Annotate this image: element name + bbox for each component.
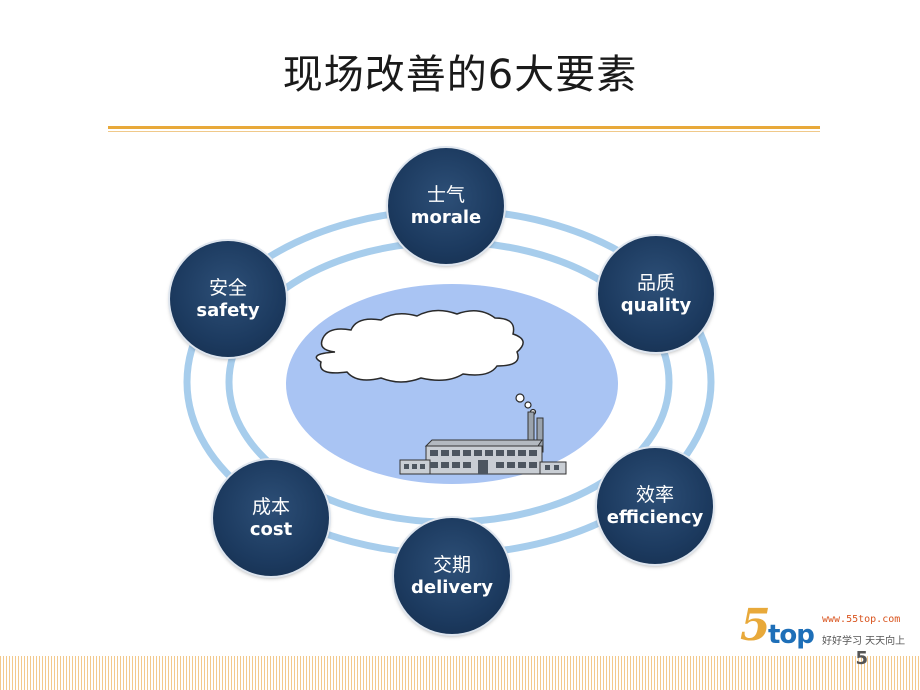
logo-word: top xyxy=(768,620,815,650)
logo-slogan: 好好学习 天天向上 xyxy=(822,636,906,647)
node-cost: 成本 cost xyxy=(213,460,329,576)
node-quality: 品质 quality xyxy=(598,236,714,352)
page-number: 5 xyxy=(855,648,868,669)
node-delivery-en: delivery xyxy=(411,577,493,598)
title-rule xyxy=(108,126,820,129)
node-efficiency: 效率 efficiency xyxy=(597,448,713,564)
node-morale-zh: 士气 xyxy=(426,184,465,206)
node-delivery-zh: 交期 xyxy=(432,554,471,576)
node-safety: 安全 safety xyxy=(170,241,286,357)
node-efficiency-zh: 效率 xyxy=(635,484,674,506)
node-morale: 士气 morale xyxy=(388,148,504,264)
node-cost-en: cost xyxy=(249,519,293,540)
node-efficiency-en: efficiency xyxy=(606,507,704,528)
slide-title: 现场改善的6大要素 xyxy=(282,52,638,98)
node-quality-zh: 品质 xyxy=(636,272,675,294)
node-quality-en: quality xyxy=(620,295,692,316)
title-rule-thin xyxy=(108,131,820,132)
node-morale-en: morale xyxy=(410,207,482,228)
brand-logo: 5 top www.55top.com 好好学习 天天向上 xyxy=(740,600,910,656)
node-safety-zh: 安全 xyxy=(208,277,247,299)
factory-icon xyxy=(399,411,567,475)
node-cost-zh: 成本 xyxy=(251,496,290,518)
node-delivery: 交期 delivery xyxy=(394,518,510,634)
logo-mark: 5 xyxy=(740,600,771,651)
logo-url: www.55top.com xyxy=(822,614,901,625)
footer-band xyxy=(0,656,920,690)
node-safety-en: safety xyxy=(196,300,260,321)
thought-cloud xyxy=(315,309,524,383)
